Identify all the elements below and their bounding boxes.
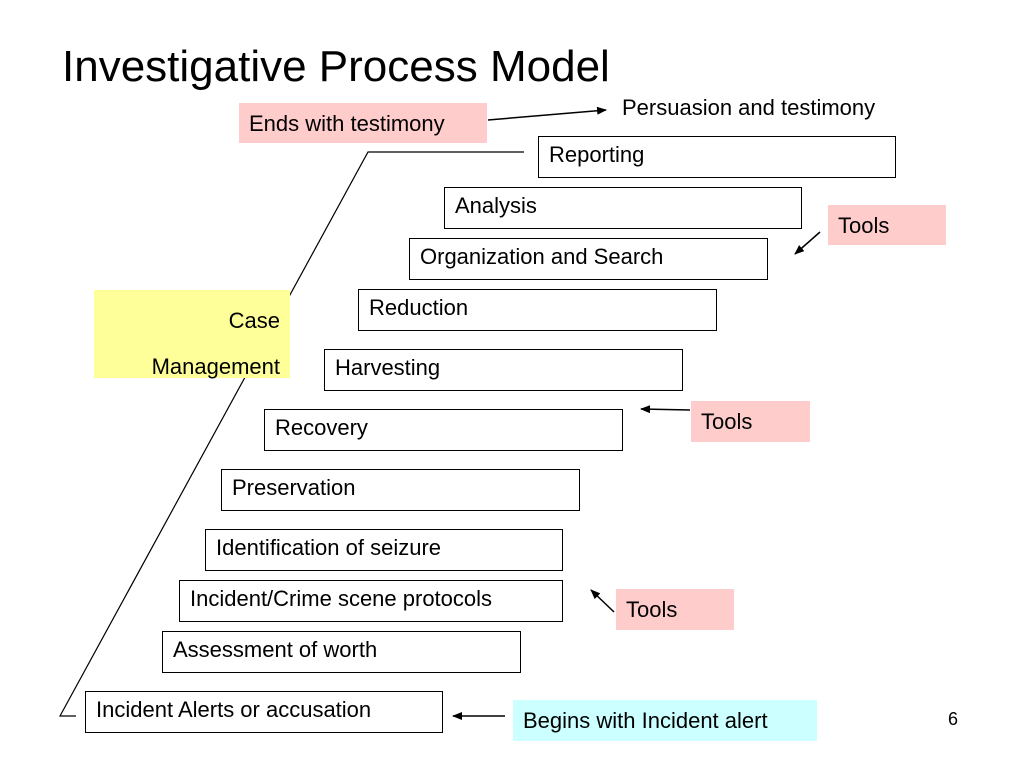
step-preservation: Preservation — [221, 469, 580, 511]
tools-callout-bottom: Tools — [616, 589, 734, 630]
page-number: 6 — [948, 709, 959, 729]
step-harvesting: Harvesting — [324, 349, 683, 391]
step-organization-search: Organization and Search — [409, 238, 768, 280]
step-incident-alerts: Incident Alerts or accusation — [85, 691, 443, 733]
ends-arrow — [487, 106, 607, 121]
tools-3-arrow — [590, 589, 615, 613]
case-management-line-1: Case — [228, 308, 280, 333]
case-bracket-line — [58, 151, 524, 717]
persuasion-testimony-label: Persuasion and testimony — [622, 95, 876, 120]
step-analysis: Analysis — [444, 187, 802, 229]
slide-title: Investigative Process Model — [62, 42, 610, 91]
case-management-box: Case Management — [94, 290, 290, 379]
tools-2-arrow — [640, 405, 691, 414]
step-recovery: Recovery — [264, 409, 623, 451]
tools-1-arrow — [794, 231, 821, 255]
step-protocols: Incident/Crime scene protocols — [179, 580, 563, 622]
ends-with-testimony-callout: Ends with testimony — [239, 103, 487, 143]
step-assessment: Assessment of worth — [162, 631, 521, 673]
tools-callout-middle: Tools — [691, 401, 810, 442]
step-reporting: Reporting — [538, 136, 896, 178]
tools-callout-top: Tools — [828, 205, 946, 245]
case-management-line-2: Management — [151, 354, 280, 379]
step-identification: Identification of seizure — [205, 529, 563, 571]
begins-with-incident-callout: Begins with Incident alert — [513, 700, 817, 741]
step-reduction: Reduction — [358, 289, 717, 331]
